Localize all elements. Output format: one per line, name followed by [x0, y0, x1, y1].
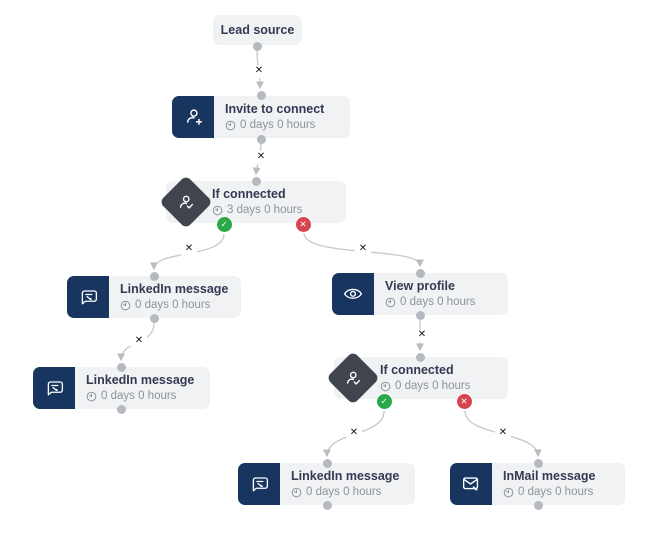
- connector-port[interactable]: [256, 134, 266, 144]
- connector-port[interactable]: [533, 458, 543, 468]
- cross-icon: ✕: [299, 218, 307, 229]
- node-delay: 0 days 0 hours: [86, 389, 194, 404]
- condition-no-port[interactable]: ✕: [455, 392, 473, 410]
- node-delay: 0 days 0 hours: [225, 118, 324, 133]
- node-title: LinkedIn message: [86, 373, 195, 387]
- connector-port[interactable]: [415, 268, 425, 278]
- delete-x-icon: ✕: [498, 427, 508, 438]
- connector-port[interactable]: [252, 41, 262, 51]
- node-title: Invite to connect: [225, 102, 325, 116]
- edge-delete-button[interactable]: ✕: [181, 242, 197, 256]
- edge-delete-button[interactable]: ✕: [495, 426, 511, 440]
- node-delay: 0 days 0 hours: [120, 298, 228, 313]
- condition-yes-port[interactable]: ✓: [215, 215, 233, 233]
- delete-x-icon: ✕: [349, 427, 359, 438]
- condition-yes-port[interactable]: ✓: [375, 392, 393, 410]
- node-linkedin-message-1[interactable]: LinkedIn message 0 days 0 hours: [67, 276, 241, 318]
- clock-icon: [380, 381, 391, 392]
- connector-port[interactable]: [149, 271, 159, 281]
- clock-icon: [86, 391, 97, 402]
- eye-icon: [332, 273, 374, 315]
- clock-icon: [385, 297, 396, 308]
- connector-port[interactable]: [149, 313, 159, 323]
- delete-x-icon: ✕: [358, 243, 368, 254]
- delete-x-icon: ✕: [417, 329, 427, 340]
- connector-port[interactable]: [116, 362, 126, 372]
- node-delay: 0 days 0 hours: [385, 295, 475, 310]
- clock-icon: [212, 205, 223, 216]
- connector-port[interactable]: [251, 176, 261, 186]
- edge-delete-button[interactable]: ✕: [251, 64, 267, 78]
- node-invite-to-connect[interactable]: Invite to connect 0 days 0 hours: [172, 96, 350, 138]
- person-check-icon: [159, 175, 213, 229]
- person-add-icon: [172, 96, 214, 138]
- connector-port[interactable]: [116, 404, 126, 414]
- person-check-icon: [326, 351, 380, 405]
- chat-message-icon: [238, 463, 280, 505]
- delete-x-icon: ✕: [134, 335, 144, 346]
- edge-delete-button[interactable]: ✕: [131, 334, 147, 348]
- node-title: If connected: [380, 363, 454, 377]
- node-delay: 0 days 0 hours: [291, 485, 399, 500]
- delete-x-icon: ✕: [256, 151, 266, 162]
- check-icon: ✓: [220, 218, 228, 229]
- edge-delete-button[interactable]: ✕: [414, 328, 430, 342]
- node-title: LinkedIn message: [120, 282, 229, 296]
- cross-icon: ✕: [460, 395, 468, 406]
- connector-port[interactable]: [322, 458, 332, 468]
- connector-port[interactable]: [322, 500, 332, 510]
- node-title: LinkedIn message: [291, 469, 400, 483]
- mail-send-icon: [450, 463, 492, 505]
- node-linkedin-message-2[interactable]: LinkedIn message 0 days 0 hours: [33, 367, 210, 409]
- edge-delete-button[interactable]: ✕: [346, 426, 362, 440]
- chat-message-icon: [33, 367, 75, 409]
- node-title: View profile: [385, 279, 455, 293]
- clock-icon: [291, 487, 302, 498]
- connector-port[interactable]: [256, 90, 266, 100]
- delete-x-icon: ✕: [254, 65, 264, 76]
- clock-icon: [120, 300, 131, 311]
- check-icon: ✓: [380, 395, 388, 406]
- node-lead-source[interactable]: Lead source: [213, 15, 302, 45]
- node-inmail-message[interactable]: InMail message 0 days 0 hours: [450, 463, 625, 505]
- edge-delete-button[interactable]: ✕: [355, 242, 371, 256]
- node-title: If connected: [212, 187, 286, 201]
- node-delay: 3 days 0 hours: [212, 203, 302, 218]
- connector-port[interactable]: [533, 500, 543, 510]
- node-delay: 0 days 0 hours: [380, 379, 470, 394]
- delete-x-icon: ✕: [184, 243, 194, 254]
- chat-message-icon: [67, 276, 109, 318]
- condition-no-port[interactable]: ✕: [294, 215, 312, 233]
- node-linkedin-message-3[interactable]: LinkedIn message 0 days 0 hours: [238, 463, 415, 505]
- connector-port[interactable]: [415, 352, 425, 362]
- connector-port[interactable]: [415, 310, 425, 320]
- node-delay: 0 days 0 hours: [503, 485, 595, 500]
- node-title: Lead source: [220, 23, 295, 37]
- node-title: InMail message: [503, 469, 596, 483]
- edge-delete-button[interactable]: ✕: [253, 150, 269, 164]
- clock-icon: [503, 487, 514, 498]
- clock-icon: [225, 120, 236, 131]
- node-view-profile[interactable]: View profile 0 days 0 hours: [332, 273, 508, 315]
